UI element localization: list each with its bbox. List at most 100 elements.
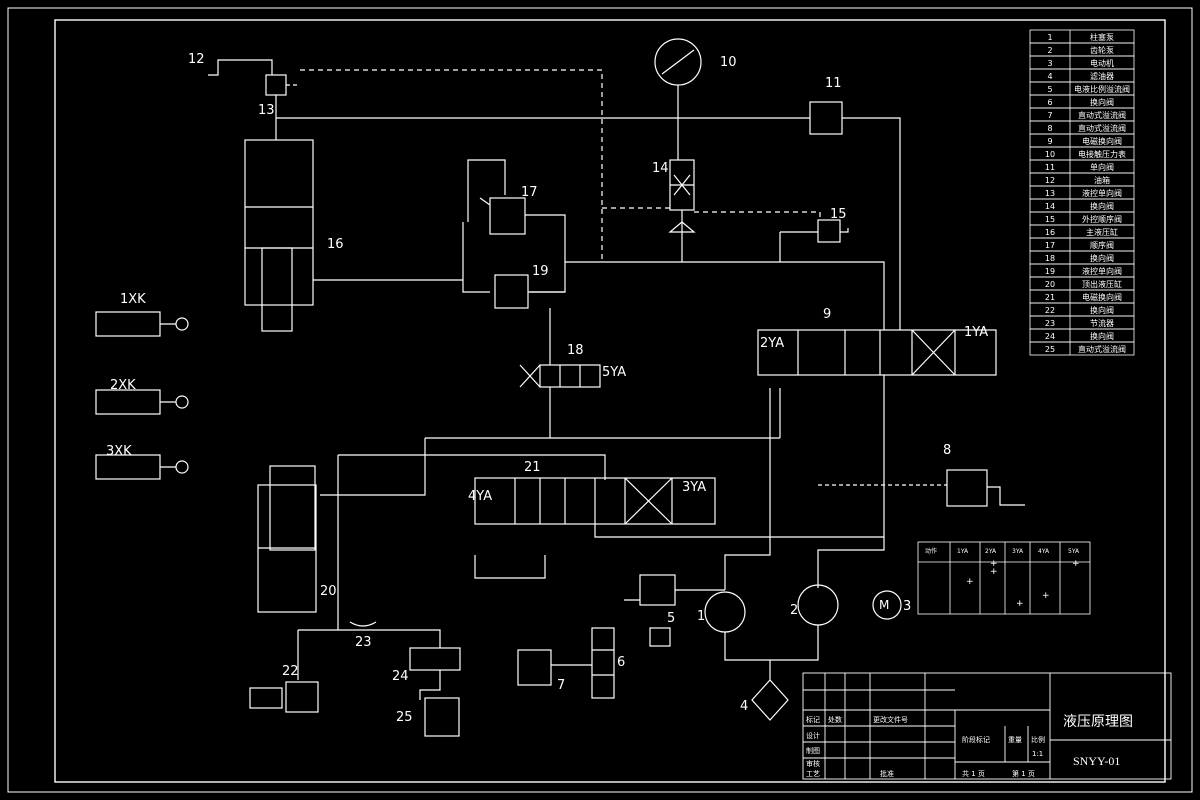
solenoid-table-text: 动作 1YA 2YA 3YA 4YA 5YA + + + + + +	[925, 547, 1080, 609]
parts-list-name: 顶出液压缸	[1082, 279, 1122, 289]
parts-list-name: 柱塞泵	[1090, 32, 1114, 42]
svg-text:标记: 标记	[806, 715, 820, 724]
parts-list-no: 14	[1045, 202, 1055, 211]
parts-list-no: 16	[1045, 228, 1055, 237]
parts-list-name: 单向阀	[1090, 162, 1114, 172]
parts-list-no: 10	[1045, 150, 1055, 159]
parts-list-name: 电接触压力表	[1078, 149, 1126, 159]
parts-list-name: 外控顺序阀	[1082, 214, 1122, 224]
parts-list-name: 主液压缸	[1086, 227, 1118, 237]
svg-text:动作: 动作	[925, 547, 937, 555]
label-23: 23	[355, 635, 372, 650]
parts-list-no: 11	[1045, 163, 1055, 172]
parts-list-no: 23	[1045, 319, 1055, 328]
parts-list-no: 22	[1045, 306, 1055, 315]
label-11: 11	[825, 76, 842, 91]
label-19: 19	[532, 264, 549, 279]
label-17: 17	[521, 185, 538, 200]
parts-list-no: 17	[1045, 241, 1055, 250]
label-3: 3	[903, 599, 911, 614]
parts-list-no: 3	[1047, 59, 1052, 68]
parts-list-name: 电动机	[1090, 58, 1114, 68]
label-16: 16	[327, 237, 344, 252]
parts-list-no: 5	[1047, 85, 1052, 94]
label-6: 6	[617, 655, 625, 670]
outer-frame	[7, 7, 1193, 793]
parts-list-no: 15	[1045, 215, 1055, 224]
parts-list-name: 直动式溢流阀	[1078, 110, 1126, 120]
parts-list-no: 25	[1045, 345, 1055, 354]
label-2: 2	[790, 603, 798, 618]
svg-text:更改文件号: 更改文件号	[873, 715, 908, 724]
parts-list-name: 直动式溢流阀	[1078, 344, 1126, 354]
svg-text:1:1: 1:1	[1032, 750, 1043, 758]
parts-list-name: 直动式溢流阀	[1078, 123, 1126, 133]
label-1xk: 1XK	[120, 292, 146, 307]
drawing-number: SNYY-01	[1073, 754, 1120, 768]
svg-text:设计: 设计	[806, 731, 820, 740]
svg-text:+: +	[1042, 591, 1050, 601]
parts-list-no: 9	[1047, 137, 1052, 146]
label-18: 18	[567, 343, 584, 358]
label-21: 21	[524, 460, 541, 475]
label-13: 13	[258, 103, 275, 118]
parts-list-row: 25 直动式溢流阀	[1029, 341, 1135, 356]
parts-list-name: 换向阀	[1090, 201, 1114, 211]
svg-text:批准: 批准	[880, 769, 894, 778]
parts-list-no: 1	[1047, 33, 1052, 42]
parts-list-name: 换向阀	[1090, 97, 1114, 107]
parts-list-name: 换向阀	[1090, 305, 1114, 315]
parts-list-name: 换向阀	[1090, 331, 1114, 341]
parts-list-no: 24	[1045, 332, 1055, 341]
solenoid-table	[917, 541, 1091, 615]
svg-text:3YA: 3YA	[1012, 548, 1024, 555]
parts-list-no: 8	[1047, 124, 1052, 133]
parts-list-name: 电磁换向阀	[1082, 136, 1122, 146]
svg-text:+: +	[1072, 559, 1080, 569]
parts-list-no: 12	[1045, 176, 1055, 185]
svg-text:1YA: 1YA	[957, 548, 969, 555]
parts-list-no: 4	[1047, 72, 1052, 81]
svg-text:第 1 页: 第 1 页	[1012, 769, 1035, 778]
label-motor: M	[879, 598, 889, 612]
svg-text:阶段标记: 阶段标记	[962, 735, 990, 744]
svg-text:5YA: 5YA	[1068, 548, 1080, 555]
label-15: 15	[830, 207, 847, 222]
circuit-lines	[95, 38, 1025, 737]
svg-text:+: +	[966, 577, 974, 587]
svg-text:工艺: 工艺	[806, 770, 820, 778]
parts-list-name: 换向阀	[1090, 253, 1114, 263]
parts-list-no: 13	[1045, 189, 1055, 198]
parts-list-name: 液控单向阀	[1082, 266, 1122, 276]
parts-list-name: 滤油器	[1090, 71, 1114, 81]
label-5: 5	[667, 611, 675, 626]
svg-text:2YA: 2YA	[985, 548, 997, 555]
diagram-title: 液压原理图	[1063, 714, 1133, 730]
parts-list-name: 电液比例溢流阀	[1074, 84, 1130, 94]
label-12: 12	[188, 52, 205, 67]
parts-list-no: 21	[1045, 293, 1055, 302]
label-7: 7	[557, 678, 565, 693]
svg-text:制图: 制图	[806, 746, 820, 755]
svg-text:+: +	[990, 567, 998, 577]
title-block-text: 标记 处数 更改文件号 设计 制图 审核 工艺 批准 阶段标记 重量 比例 1:…	[806, 714, 1133, 778]
svg-text:共 1 页: 共 1 页	[962, 769, 985, 778]
label-4ya: 4YA	[468, 489, 492, 504]
svg-text:4YA: 4YA	[1038, 548, 1050, 555]
label-2xk: 2XK	[110, 378, 136, 393]
label-8: 8	[943, 443, 951, 458]
component-labels: 1 2 3 4 5 6 7 8 9 10 11 12 13 14 15 16 1…	[106, 52, 988, 725]
parts-list-no: 20	[1045, 280, 1055, 289]
inner-frame	[54, 19, 1166, 783]
parts-list-name: 液控单向阀	[1082, 188, 1122, 198]
svg-text:处数: 处数	[828, 715, 842, 724]
parts-list-no: 18	[1045, 254, 1055, 263]
svg-text:+: +	[990, 559, 998, 569]
svg-text:重量: 重量	[1008, 736, 1022, 744]
label-9: 9	[823, 307, 831, 322]
parts-list-name: 顺序阀	[1090, 240, 1114, 250]
parts-list-no: 7	[1047, 111, 1052, 120]
parts-list-no: 6	[1047, 98, 1052, 107]
